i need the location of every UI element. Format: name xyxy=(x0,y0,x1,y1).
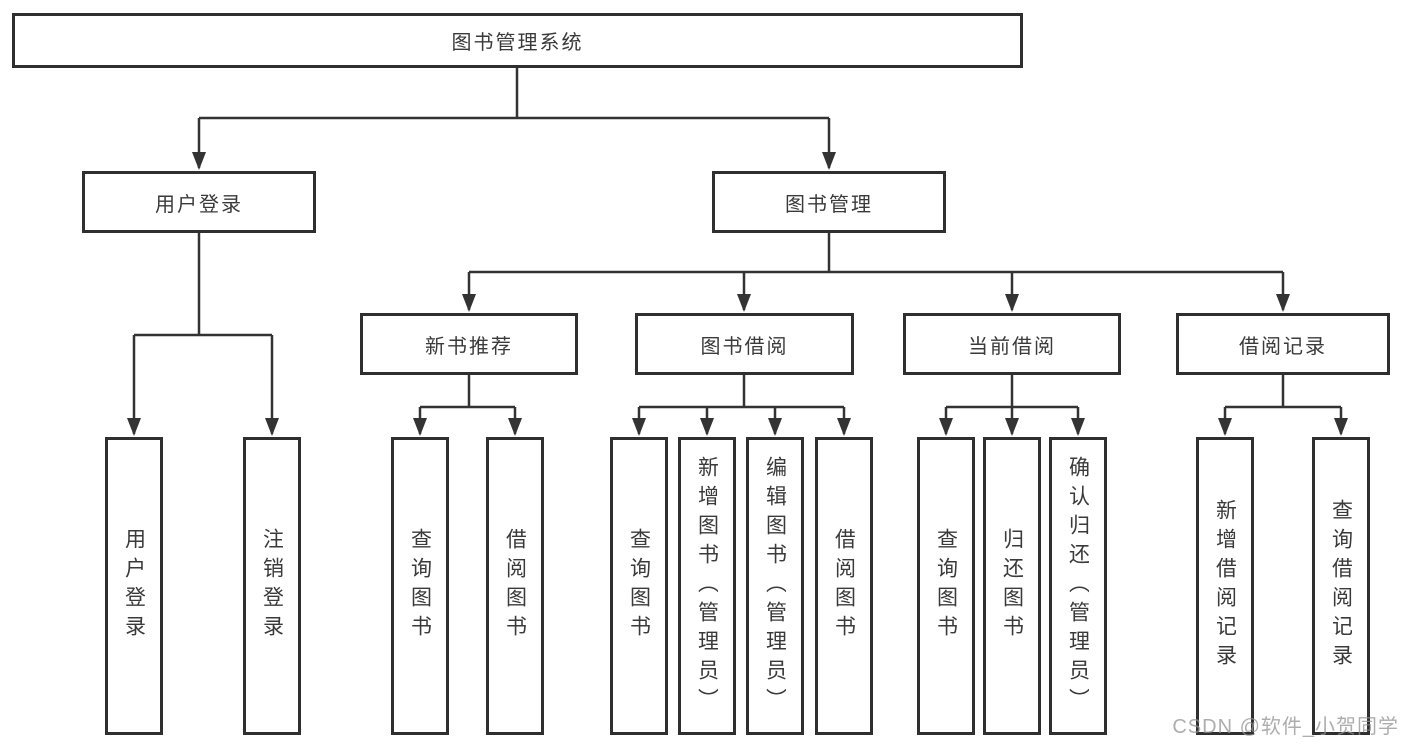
leaf-label: 查询图书 xyxy=(409,528,431,644)
node-leaf-return-book: 归还图书 xyxy=(983,437,1041,735)
leaf-label: 查询图书 xyxy=(628,528,650,644)
node-book-borrowing: 图书借阅 xyxy=(635,313,854,375)
node-leaf-add-borrow-record: 新增借阅记录 xyxy=(1196,437,1254,735)
leaf-label: 借阅图书 xyxy=(504,528,526,644)
node-leaf-borrow-book-borrowing: 借阅图书 xyxy=(815,437,873,735)
node-current-borrowing: 当前借阅 xyxy=(903,313,1121,375)
leaf-label: 用户登录 xyxy=(123,528,145,644)
node-leaf-query-book-borrowing: 查询图书 xyxy=(610,437,668,735)
node-leaf-confirm-return-admin: 确认归还（管理员） xyxy=(1049,437,1107,735)
csdn-watermark: CSDN @软件_小贺同学 xyxy=(1172,716,1399,738)
leaf-label: 新增借阅记录 xyxy=(1214,499,1236,673)
node-leaf-query-book-recommend: 查询图书 xyxy=(391,437,449,735)
node-book-management: 图书管理 xyxy=(712,171,946,233)
node-leaf-edit-book-admin: 编辑图书（管理员） xyxy=(746,437,804,735)
node-borrowing-records: 借阅记录 xyxy=(1176,313,1390,375)
leaf-label: 归还图书 xyxy=(1001,528,1023,644)
leaf-label: 注销登录 xyxy=(261,528,283,644)
leaf-label: 确认归还（管理员） xyxy=(1067,455,1089,717)
node-user-login: 用户登录 xyxy=(82,171,316,233)
node-leaf-add-book-admin: 新增图书（管理员） xyxy=(678,437,736,735)
leaf-label: 编辑图书（管理员） xyxy=(764,455,786,717)
node-leaf-logout: 注销登录 xyxy=(243,437,301,735)
node-new-book-recommend: 新书推荐 xyxy=(360,313,578,375)
leaf-label: 查询图书 xyxy=(935,528,957,644)
node-leaf-query-book-current: 查询图书 xyxy=(917,437,975,735)
node-leaf-user-login: 用户登录 xyxy=(105,437,163,735)
node-root-system: 图书管理系统 xyxy=(12,13,1023,68)
leaf-label: 借阅图书 xyxy=(833,528,855,644)
leaf-label: 新增图书（管理员） xyxy=(696,455,718,717)
node-leaf-query-borrow-record: 查询借阅记录 xyxy=(1312,437,1370,735)
node-leaf-borrow-book-recommend: 借阅图书 xyxy=(486,437,544,735)
leaf-label: 查询借阅记录 xyxy=(1330,499,1352,673)
